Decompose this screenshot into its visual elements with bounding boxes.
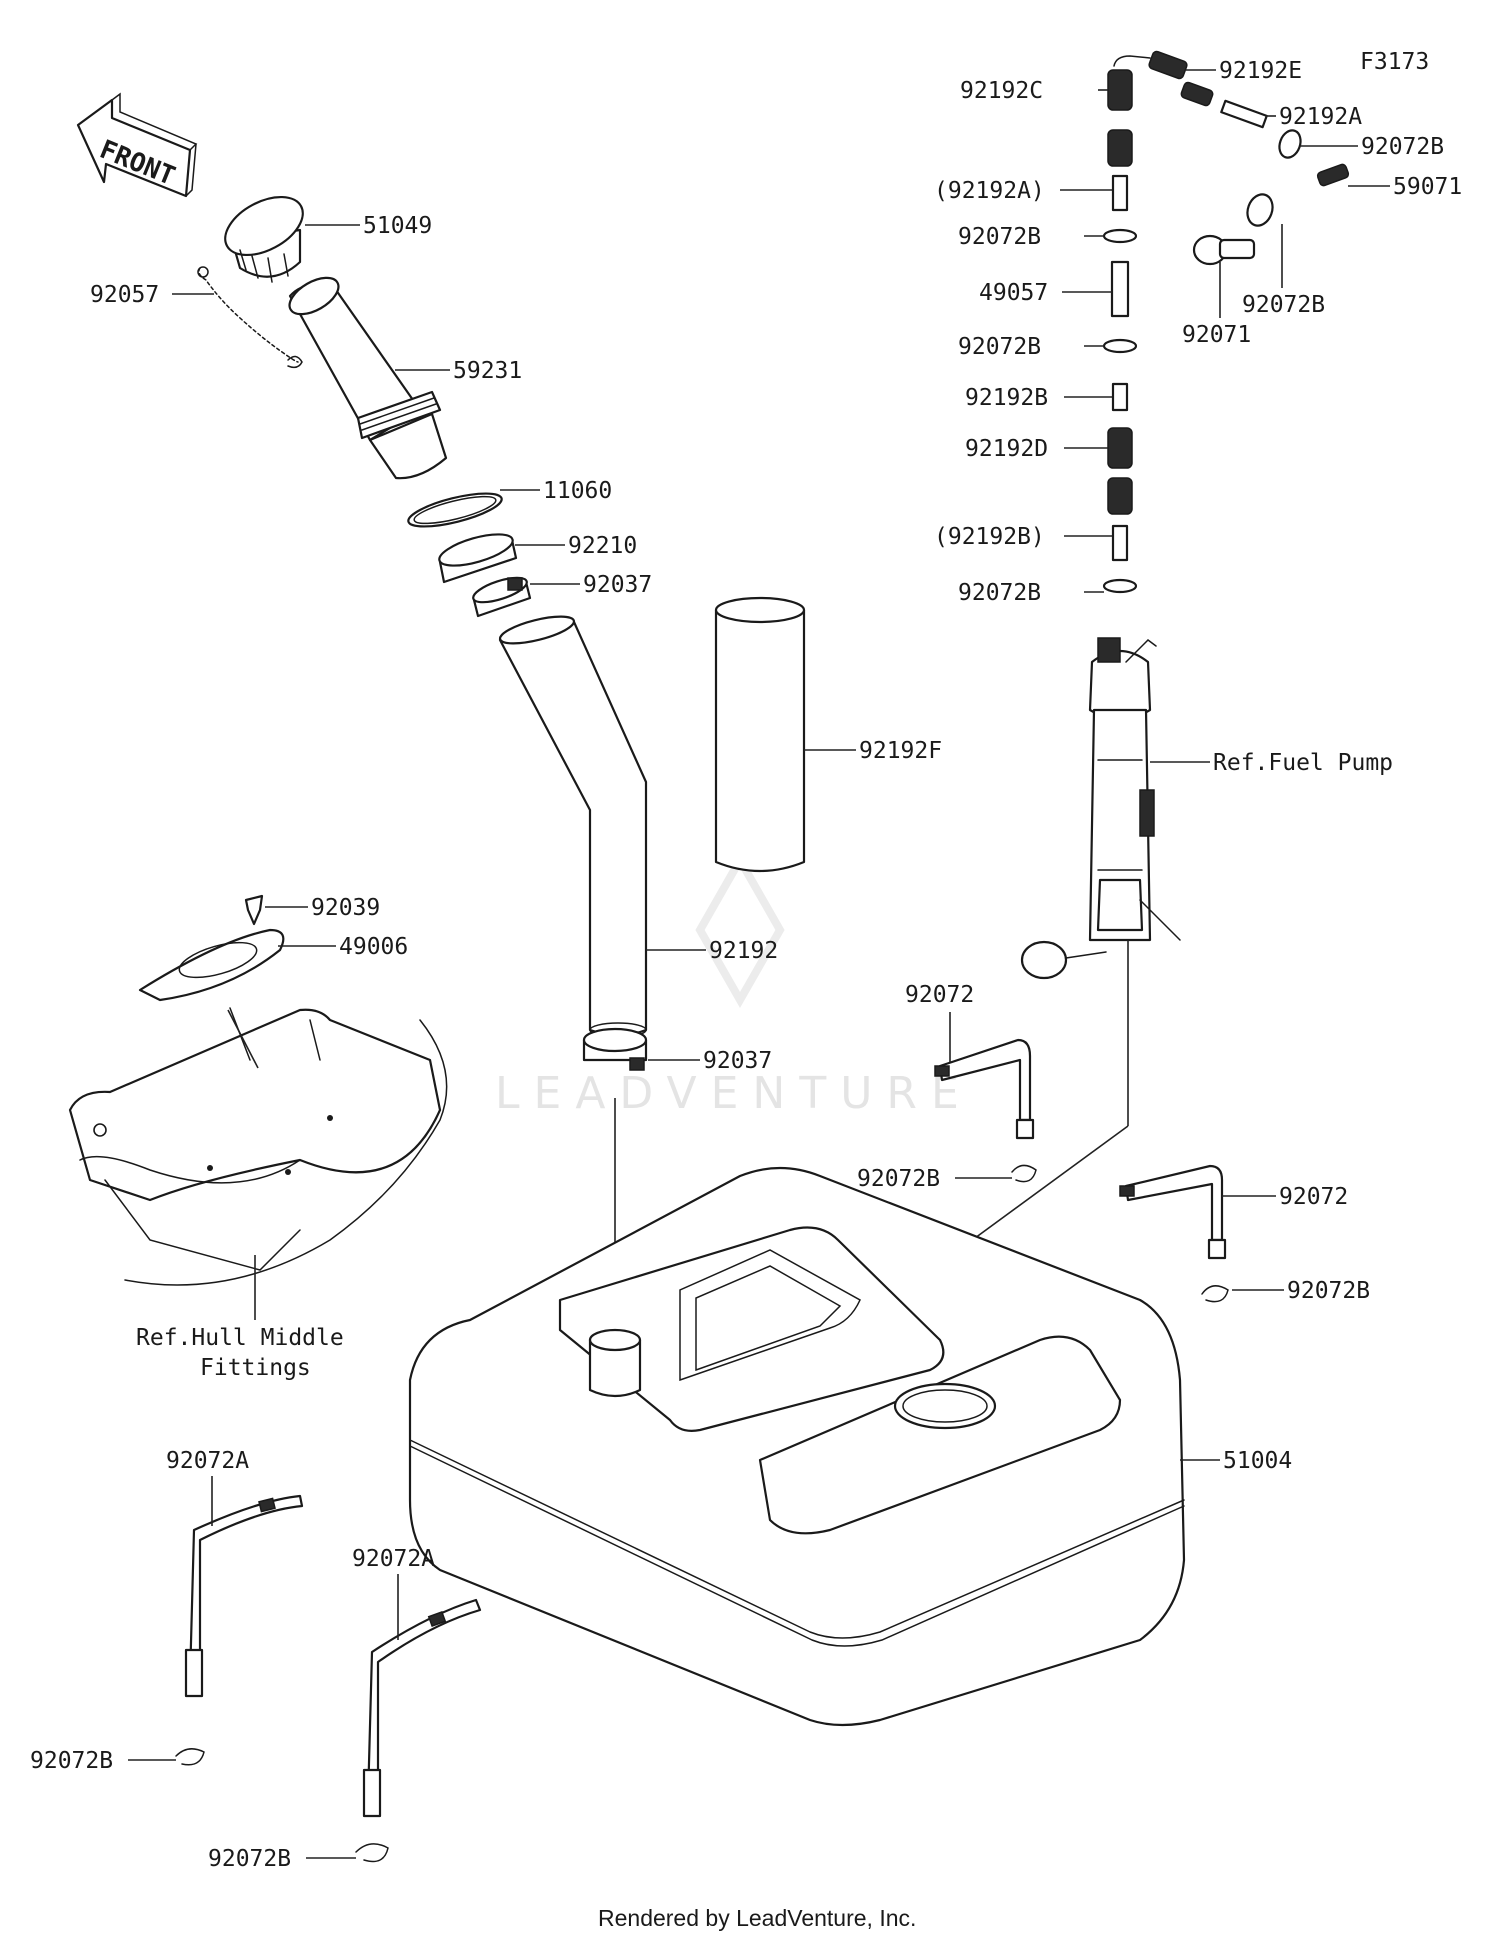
label-92192A-paren: (92192A) bbox=[934, 178, 1045, 204]
label-11060: 11060 bbox=[543, 478, 612, 504]
label-92037-lower: 92037 bbox=[703, 1048, 772, 1074]
label-49057: 49057 bbox=[979, 280, 1048, 306]
label-92192F: 92192F bbox=[859, 738, 942, 764]
label-59071: 59071 bbox=[1393, 174, 1462, 200]
filler-neck bbox=[288, 276, 448, 480]
strap-upper bbox=[934, 1038, 1035, 1140]
label-92192B-paren: (92192B) bbox=[934, 524, 1045, 550]
label-92072B-3: 92072B bbox=[958, 580, 1041, 606]
label-92072B-7: 92072B bbox=[208, 1846, 291, 1872]
label-92072-right: 92072 bbox=[1279, 1184, 1348, 1210]
label-92072A-center: 92072A bbox=[352, 1546, 435, 1572]
label-92072B-6: 92072B bbox=[30, 1748, 113, 1774]
label-92192C: 92192C bbox=[960, 78, 1043, 104]
fuel-tank bbox=[408, 1166, 1186, 1727]
label-92192D: 92192D bbox=[965, 436, 1048, 462]
label-92072-upper: 92072 bbox=[905, 982, 974, 1008]
tether-chain bbox=[197, 266, 303, 369]
vent-hose-stack bbox=[1102, 55, 1151, 594]
strap-92072A-left bbox=[184, 1494, 304, 1698]
label-92072B-right: 92072B bbox=[1242, 292, 1325, 318]
strap-right bbox=[1119, 1164, 1227, 1260]
fuel-cap bbox=[224, 195, 304, 283]
ref-hull-line2: Fittings bbox=[200, 1355, 311, 1381]
footer-credit: Rendered by LeadVenture, Inc. bbox=[598, 1905, 916, 1931]
label-92072B-1: 92072B bbox=[958, 224, 1041, 250]
label-92057: 92057 bbox=[90, 282, 159, 308]
label-92192B: 92192B bbox=[965, 385, 1048, 411]
label-92192A: 92192A bbox=[1279, 104, 1362, 130]
check-valve bbox=[1192, 234, 1256, 266]
label-51049: 51049 bbox=[363, 213, 432, 239]
label-92192E: 92192E bbox=[1219, 58, 1302, 84]
fuel-pump bbox=[1020, 637, 1181, 980]
label-92072B-5: 92072B bbox=[1287, 1278, 1370, 1304]
watermark: LEADVENTURE bbox=[495, 851, 973, 1119]
ref-fuel-pump: Ref.Fuel Pump bbox=[1213, 750, 1393, 776]
strap-92072A-center bbox=[362, 1598, 482, 1818]
label-92192: 92192 bbox=[709, 938, 778, 964]
label-92072B-2: 92072B bbox=[958, 334, 1041, 360]
hull-middle-fittings bbox=[68, 1007, 448, 1286]
ref-hull-line1: Ref.Hull Middle bbox=[136, 1325, 344, 1351]
label-92071: 92071 bbox=[1182, 322, 1251, 348]
watermark-text: LEADVENTURE bbox=[495, 1068, 973, 1119]
label-92210: 92210 bbox=[568, 533, 637, 559]
label-49006: 49006 bbox=[339, 934, 408, 960]
label-92072A-left: 92072A bbox=[166, 1448, 249, 1474]
label-92072B-4: 92072B bbox=[857, 1166, 940, 1192]
label-92039: 92039 bbox=[311, 895, 380, 921]
label-92037-upper: 92037 bbox=[583, 572, 652, 598]
label-51004: 51004 bbox=[1223, 1448, 1292, 1474]
figure-code: F3173 bbox=[1360, 49, 1429, 75]
label-59231: 59231 bbox=[453, 358, 522, 384]
bent-hose bbox=[498, 615, 648, 1038]
label-92072B-top: 92072B bbox=[1361, 134, 1444, 160]
front-arrow-icon: FRONT bbox=[76, 92, 198, 198]
hose-sleeve bbox=[714, 596, 806, 873]
